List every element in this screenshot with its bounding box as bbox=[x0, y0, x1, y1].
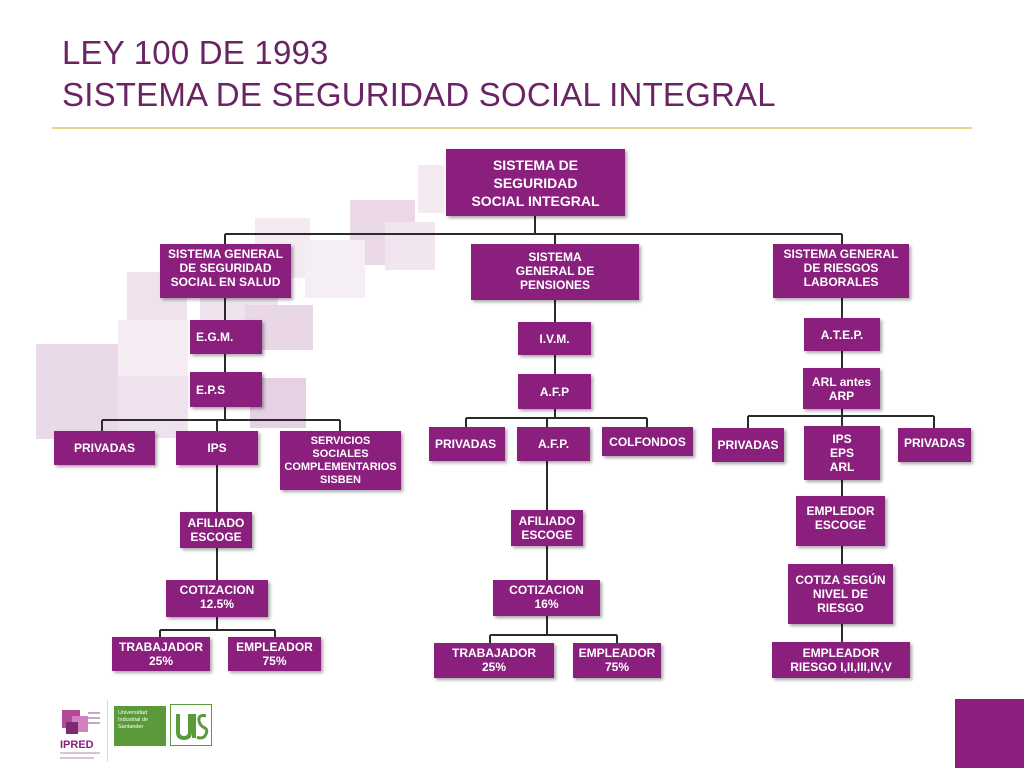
riesgos-privadas-right: PRIVADAS bbox=[898, 428, 971, 462]
pensiones-afiliado: AFILIADO ESCOGE bbox=[511, 510, 583, 546]
riesgos-privadas-left: PRIVADAS bbox=[712, 428, 784, 462]
uis-logo-text: Universidad Industrial de Santander bbox=[114, 706, 166, 746]
pensiones-empleador: EMPLEADOR 75% bbox=[573, 643, 661, 678]
corner-accent-block bbox=[955, 699, 1024, 768]
title-line-2: SISTEMA DE SEGURIDAD SOCIAL INTEGRAL bbox=[62, 76, 776, 113]
ipred-logo-icon: IPRED bbox=[60, 710, 100, 759]
footer-separator bbox=[107, 700, 108, 762]
decor-square bbox=[118, 320, 188, 380]
pensiones-afp-option: A.F.P. bbox=[517, 427, 590, 461]
salud-afiliado: AFILIADO ESCOGE bbox=[180, 512, 252, 548]
pensiones-privadas: PRIVADAS bbox=[429, 427, 505, 461]
pensiones-ivm: I.V.M. bbox=[518, 322, 591, 355]
decor-square bbox=[118, 376, 188, 438]
uis-text: Universidad Industrial de Santander bbox=[118, 710, 148, 730]
salud-ips: IPS bbox=[176, 431, 258, 465]
salud-privadas: PRIVADAS bbox=[54, 431, 155, 465]
salud-servicios: SERVICIOS SOCIALES COMPLEMENTARIOS SISBE… bbox=[280, 431, 401, 490]
riesgos-arl: ARL antes ARP bbox=[803, 368, 880, 409]
decor-square bbox=[36, 344, 118, 439]
decor-square bbox=[418, 165, 444, 213]
slide-title: LEY 100 DE 1993 SISTEMA DE SEGURIDAD SOC… bbox=[62, 32, 776, 116]
pensiones-afp: A.F.P bbox=[518, 374, 591, 409]
root-node: SISTEMA DE SEGURIDAD SOCIAL INTEGRAL bbox=[446, 149, 625, 216]
riesgos-empleador-escoge: EMPLEDOR ESCOGE bbox=[796, 496, 885, 546]
decor-square bbox=[305, 240, 365, 298]
riesgos-empleador-riesgo: EMPLEADOR RIESGO I,II,III,IV,V bbox=[772, 642, 910, 678]
salud-cotizacion: COTIZACION 12.5% bbox=[166, 580, 268, 617]
title-rule bbox=[52, 127, 972, 129]
salud-header: SISTEMA GENERAL DE SEGURIDAD SOCIAL EN S… bbox=[160, 244, 291, 298]
uis-logo bbox=[169, 703, 213, 747]
riesgos-header: SISTEMA GENERAL DE RIESGOS LABORALES bbox=[773, 244, 909, 298]
ipred-logo: IPRED bbox=[58, 708, 102, 764]
riesgos-ips-eps-arl: IPS EPS ARL bbox=[804, 426, 880, 480]
salud-egm: E.G.M. bbox=[190, 320, 262, 354]
pensiones-colfondos: COLFONDOS bbox=[602, 427, 693, 456]
uis-logo-icon bbox=[169, 703, 213, 747]
pensiones-trabajador: TRABAJADOR 25% bbox=[434, 643, 554, 678]
pensiones-header: SISTEMA GENERAL DE PENSIONES bbox=[471, 244, 639, 300]
salud-eps: E.P.S bbox=[190, 372, 262, 407]
pensiones-cotizacion: COTIZACION 16% bbox=[493, 580, 600, 616]
salud-trabajador: TRABAJADOR 25% bbox=[112, 637, 210, 671]
riesgos-cotiza: COTIZA SEGÚN NIVEL DE RIESGO bbox=[788, 564, 893, 624]
title-line-1: LEY 100 DE 1993 bbox=[62, 34, 329, 71]
salud-empleador: EMPLEADOR 75% bbox=[228, 637, 321, 671]
decor-square bbox=[385, 222, 435, 270]
riesgos-atep: A.T.E.P. bbox=[804, 318, 880, 351]
ipred-label: IPRED bbox=[60, 739, 94, 751]
